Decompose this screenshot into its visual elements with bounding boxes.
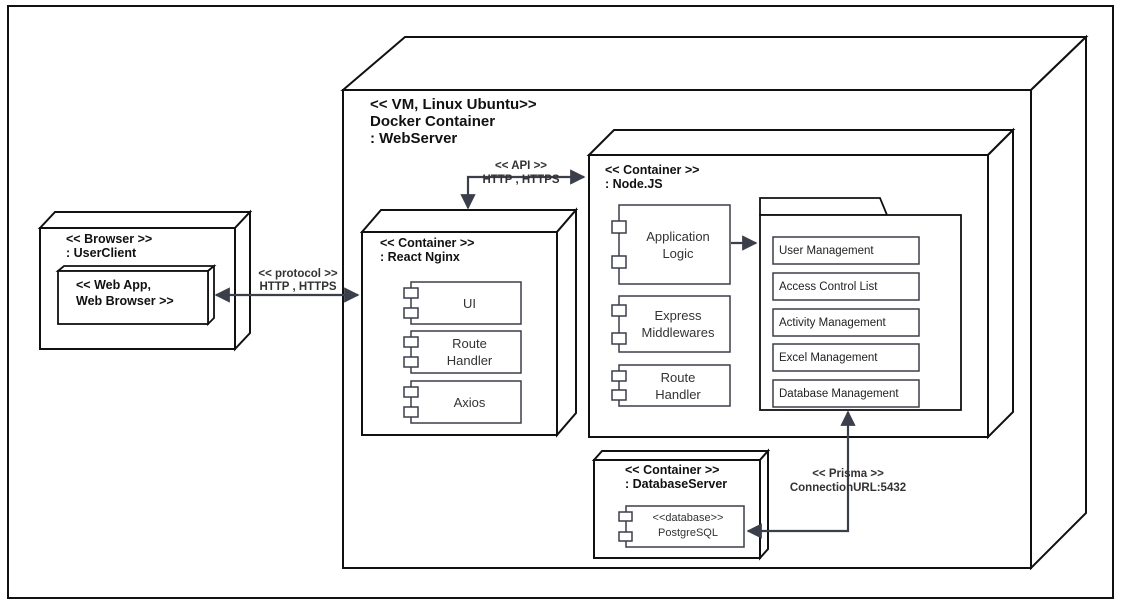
module-database-management: Database Management [779,387,899,400]
module-excel-management: Excel Management [779,351,878,364]
module-access-control-list: Access Control List [779,280,878,293]
prisma-connector [746,410,856,539]
webapp-line2: Web Browser >> [76,294,174,308]
protocol-label: << protocol >> [258,268,338,280]
browser-stereotype: << Browser >> [66,232,153,246]
api-detail: HTTP , HTTPS [482,174,560,186]
api-connector [460,169,586,210]
node-name: : Node.JS [605,177,663,191]
outer-frame [7,5,1114,599]
browser-name: : UserClient [66,246,137,260]
react-component-route-handler: Route Handler [446,336,493,368]
db-component-name: PostgreSQL [658,527,718,539]
webapp-line1: << Web App, [76,278,152,292]
db-component-stereotype: <<database>> [652,512,724,524]
node-component-application-logic: Application Logic [646,228,710,261]
vm-stereotype: << VM, Linux Ubuntu>> [370,96,537,113]
react-component-axios: Axios [453,394,486,410]
protocol-detail: HTTP , HTTPS [259,281,337,293]
vm-docker-label: Docker Container [370,113,496,130]
react-stereotype: << Container >> [380,236,475,250]
webapp-node-shape [55,264,217,327]
vm-name: : WebServer [370,130,458,147]
dbserver-name: : DatabaseServer [625,477,728,491]
react-name: : React Nginx [380,250,460,264]
prisma-detail: ConnectionURL:5432 [789,482,907,494]
prisma-label: << Prisma >> [812,468,884,480]
react-component-ui: UI [463,295,476,311]
modules-package-shape [759,197,962,411]
dbserver-stereotype: << Container >> [625,463,720,477]
node-stereotype: << Container >> [605,163,700,177]
api-label: << API >> [495,160,547,172]
node-component-route-handler: Route Handler [655,369,701,402]
node-component-express-middlewares: Express Middlewares [641,308,715,340]
module-activity-management: Activity Management [779,316,886,329]
module-user-management: User Management [779,244,874,257]
